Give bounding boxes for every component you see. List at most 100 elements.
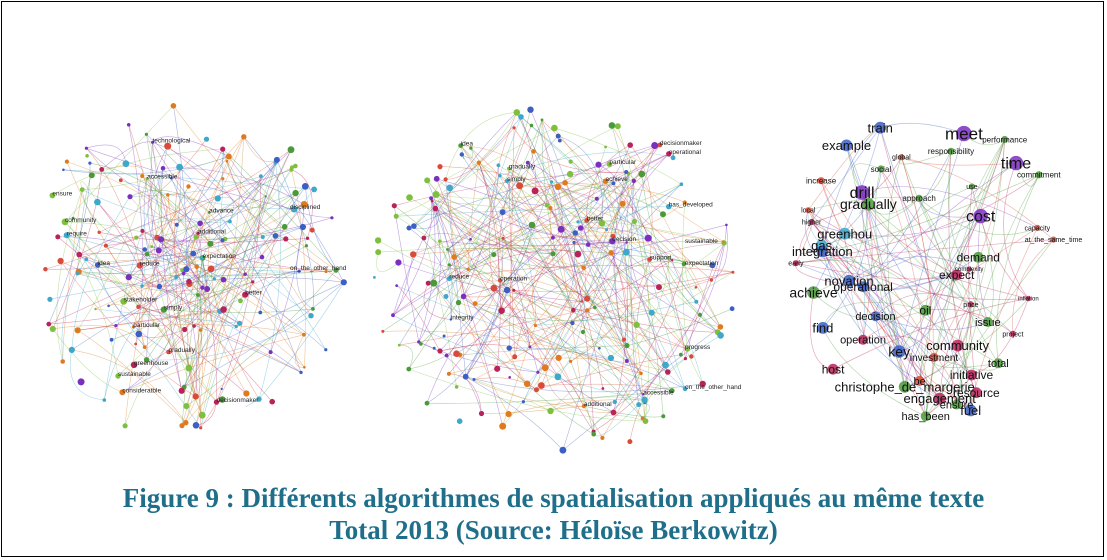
graph-edge: [185, 236, 202, 260]
graph-edge: [925, 162, 1017, 311]
graph-edge: [956, 139, 1006, 276]
graph-edge: [552, 183, 682, 238]
graph-node: [584, 295, 591, 302]
graph-edge: [627, 173, 646, 422]
graph-node: [639, 371, 643, 376]
graph-node: [283, 236, 289, 242]
graph-edge: [176, 149, 224, 226]
graph-edge: [133, 324, 304, 335]
graph-node: [46, 321, 52, 327]
graph-node: [968, 183, 976, 190]
graph-node: [503, 286, 511, 294]
graph-edge: [144, 288, 208, 348]
graph-edge: [682, 202, 688, 350]
graph-edge: [996, 174, 1040, 364]
graph-edge: [66, 235, 300, 272]
graph-node: [456, 418, 463, 425]
graph-edge: [514, 180, 606, 357]
graph-edge: [671, 260, 721, 328]
graph-edge: [173, 105, 187, 270]
graph-edge: [846, 145, 972, 376]
graph-node: [446, 184, 454, 192]
graph-node: [540, 118, 544, 122]
graph-edge: [430, 197, 583, 302]
graph-node: [580, 329, 586, 335]
graph-node: [973, 208, 988, 224]
graph-edge: [481, 405, 584, 414]
graph-left: on_the_other_handdecisionmakerconsiderat…: [43, 103, 347, 430]
graph-edge: [587, 221, 635, 311]
graph-node: [593, 305, 597, 310]
graph-edge: [498, 125, 532, 311]
graph-node: [854, 185, 870, 200]
graph-edge: [557, 186, 697, 302]
graph-edge: [57, 236, 203, 288]
graph-edge: [439, 344, 546, 368]
graph-node: [136, 304, 141, 309]
graph-node: [214, 195, 221, 202]
node-label: gas: [811, 238, 832, 253]
graph-node: [636, 402, 642, 408]
graph-node: [512, 288, 516, 292]
graph-edge: [933, 139, 1006, 358]
graph-node: [472, 301, 478, 306]
node-label: train: [868, 120, 893, 135]
graph-edge: [209, 159, 278, 245]
graph-node: [538, 382, 545, 389]
graph-edge: [513, 127, 627, 173]
graph-edge: [71, 349, 187, 423]
graph-node: [576, 220, 580, 224]
graph-edge: [296, 226, 314, 310]
graph-node: [666, 204, 672, 210]
node-label: sustainable: [685, 238, 718, 245]
graph-edge: [117, 238, 308, 377]
graph-node: [289, 167, 294, 172]
graph-edge: [449, 187, 509, 415]
graph-edge: [161, 168, 182, 391]
graph-edge: [513, 271, 733, 292]
graph-node: [606, 161, 613, 167]
graph-edge: [436, 178, 502, 311]
graph-edge: [629, 314, 701, 442]
graph-edge: [187, 266, 203, 416]
graph-edge: [551, 181, 604, 389]
graph-node: [299, 370, 303, 375]
graph-labels: decisionmakeron_the_other_handintegritya…: [449, 140, 741, 408]
graph-edge: [394, 205, 450, 265]
graph-node: [375, 249, 382, 256]
node-label: local: [801, 208, 816, 215]
graph-node: [79, 187, 85, 193]
graph-node: [196, 293, 200, 297]
graph-edge: [432, 200, 725, 244]
graph-edge: [711, 224, 728, 281]
graph-node: [170, 103, 177, 109]
graph-edge: [188, 196, 266, 369]
graph-node: [1009, 330, 1017, 337]
graph-node: [499, 209, 506, 216]
node-label: disciplined: [290, 204, 321, 211]
node-label: accessible: [643, 389, 674, 396]
graph-edge: [449, 125, 618, 279]
graph-node: [178, 387, 185, 394]
graph-edge: [463, 165, 499, 297]
graph-node: [967, 301, 975, 308]
graph-node: [622, 337, 626, 342]
graph-edge: [150, 142, 160, 287]
graph-node: [183, 403, 190, 410]
graph-edge: [868, 204, 1014, 335]
graph-edge: [399, 344, 413, 370]
graph-edge: [956, 257, 979, 405]
graph-node: [499, 422, 507, 430]
graph-edge: [223, 269, 337, 310]
graph-node: [424, 400, 430, 406]
graph-edge: [392, 112, 518, 316]
graph-edge: [862, 186, 973, 287]
graph-node: [877, 165, 885, 173]
graph-node: [150, 245, 154, 249]
graph-node: [951, 339, 964, 352]
graph-node: [264, 195, 267, 198]
graph-edge: [846, 145, 906, 387]
graph-edge: [447, 248, 713, 266]
graph-edge: [628, 173, 686, 389]
graph-node: [807, 286, 820, 299]
